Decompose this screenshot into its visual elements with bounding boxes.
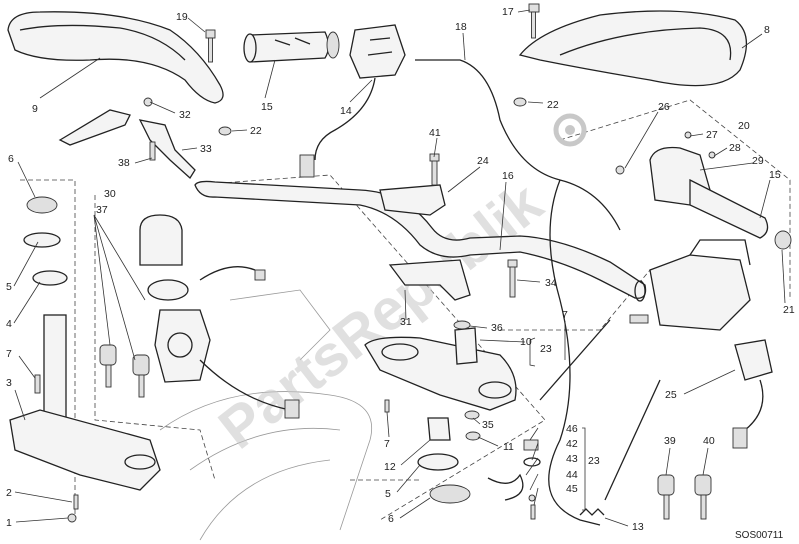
- callout-15: 15: [261, 101, 273, 113]
- mirror-right: [518, 10, 747, 87]
- callout-24: 24: [477, 155, 489, 167]
- small-parts-42-46: [487, 439, 541, 520]
- callout-18: 18: [455, 21, 467, 33]
- steering-stem-left: [9, 196, 161, 523]
- callout-23-lower: 23: [588, 455, 600, 467]
- callout-17: 17: [502, 6, 514, 18]
- key-left-a: [99, 344, 117, 388]
- cable-18: [415, 59, 621, 231]
- callout-6: 6: [8, 153, 14, 165]
- washer-22-left: [218, 126, 232, 136]
- bolt-19: [205, 29, 216, 63]
- frame-outline: [159, 289, 372, 541]
- callout-25: 25: [665, 389, 677, 401]
- throttle-assembly: [615, 131, 792, 250]
- callout-14: 14: [340, 105, 352, 117]
- callout-33: 33: [200, 143, 212, 155]
- switch-right: [732, 339, 773, 449]
- callout-42: 42: [566, 438, 578, 450]
- cable-end-right: [604, 379, 661, 501]
- brake-master-cylinder: [629, 239, 751, 331]
- callout-31: 31: [400, 316, 412, 328]
- callout-7-center: 7: [384, 438, 390, 450]
- callout-12: 12: [384, 461, 396, 473]
- grip-left: [243, 31, 340, 63]
- callout-41: 41: [429, 127, 441, 139]
- washer-22-right: [513, 97, 527, 107]
- callout-38: 38: [118, 157, 130, 169]
- callout-22-right: 22: [547, 99, 559, 111]
- callout-34: 34: [545, 277, 557, 289]
- bolt-17: [528, 3, 540, 39]
- callout-11: 11: [503, 441, 514, 453]
- callout-19: 19: [176, 11, 188, 23]
- callout-15-right: 15: [769, 169, 781, 181]
- callout-7-right: 7: [562, 309, 568, 321]
- callout-9: 9: [32, 103, 38, 115]
- callout-4: 4: [6, 318, 12, 330]
- callout-21: 21: [783, 304, 795, 316]
- callout-46: 46: [566, 423, 578, 435]
- callout-39: 39: [664, 435, 676, 447]
- callout-labels: 19 9 32 22 15 14 18 17 8 22 33 38 6 30 3…: [6, 6, 795, 533]
- callout-26: 26: [658, 101, 670, 113]
- cable-13: [548, 179, 601, 526]
- callout-44: 44: [566, 469, 578, 481]
- callout-20: 20: [738, 120, 750, 132]
- callout-16: 16: [502, 170, 514, 182]
- callout-13: 13: [632, 521, 644, 533]
- callout-22: 22: [250, 125, 262, 137]
- key-left-b: [132, 354, 150, 398]
- callout-45: 45: [566, 483, 578, 495]
- cable-end-left: [539, 319, 611, 401]
- callout-2: 2: [6, 487, 12, 499]
- handlebar-clamp-bottom: [388, 259, 518, 301]
- callout-5: 5: [6, 281, 12, 293]
- callout-6-center: 6: [388, 513, 394, 525]
- callout-1: 1: [6, 517, 12, 529]
- triple-clamp-upper: [364, 320, 517, 411]
- callout-5-center: 5: [385, 488, 391, 500]
- callout-8: 8: [764, 24, 770, 36]
- svg-text:PartsRepublik: PartsRepublik: [207, 170, 555, 462]
- bearing-center: [384, 399, 481, 504]
- mirror-left: [7, 11, 224, 104]
- key-39: [657, 474, 675, 520]
- callout-27: 27: [706, 129, 718, 141]
- callout-28: 28: [729, 142, 741, 154]
- callout-35: 35: [482, 419, 494, 431]
- callout-40: 40: [703, 435, 715, 447]
- diagram-code: SOS00711: [735, 530, 784, 541]
- ignition-lock: [139, 214, 300, 419]
- handlebar-clamp-top: [379, 153, 446, 216]
- callout-32: 32: [179, 109, 191, 121]
- callout-43: 43: [566, 453, 578, 465]
- callout-7-left: 7: [6, 348, 12, 360]
- callout-30: 30: [104, 188, 116, 200]
- key-40: [694, 474, 712, 520]
- gear-icon: [553, 113, 587, 147]
- callout-29: 29: [752, 155, 764, 167]
- switch-left: [299, 24, 406, 178]
- watermark: PartsRepublik: [207, 170, 555, 462]
- callout-3: 3: [6, 377, 12, 389]
- spring-13: [579, 508, 605, 516]
- lever-bracket: [58, 97, 196, 180]
- callout-10: 10: [520, 336, 532, 348]
- leader-lines: [13, 9, 786, 527]
- callout-36: 36: [491, 322, 503, 334]
- callout-23: 23: [540, 343, 552, 355]
- callout-37: 37: [96, 204, 108, 216]
